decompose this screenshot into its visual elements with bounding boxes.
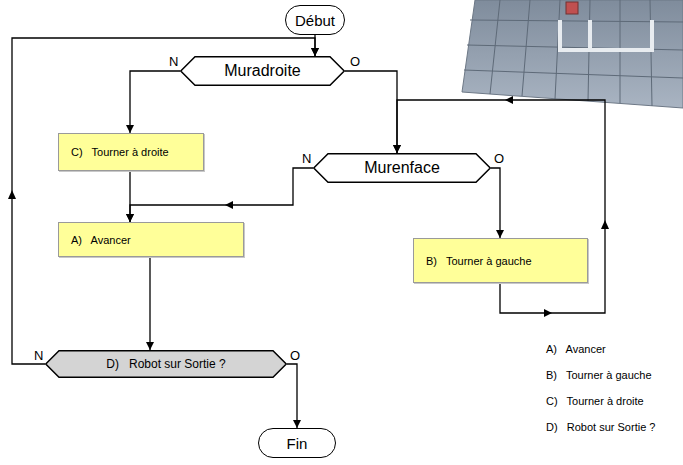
flow-connector [12, 38, 315, 364]
end-terminal: Fin [258, 428, 336, 458]
flow-connector [130, 71, 180, 133]
node-text: Début [295, 12, 335, 29]
node-text: Murenface [364, 159, 440, 177]
flow-connector [130, 168, 313, 222]
branch-label: O [289, 348, 301, 363]
node-text: A) Avancer [71, 234, 131, 246]
flow-connector [345, 71, 397, 153]
decision-hexagon: D) Robot sur Sortie ? [45, 350, 287, 378]
process-box: A) Avancer [58, 222, 244, 257]
hexagon-shape [314, 154, 491, 183]
node-text: B) Tourner à gauche [426, 255, 532, 267]
node-text: Muradroite [224, 62, 300, 80]
key-entry: A) Avancer [545, 343, 607, 355]
flow-connector [149, 257, 150, 350]
mid-arrows [8, 96, 609, 317]
branch-label: O [349, 54, 361, 69]
node-text: D) Robot sur Sortie ? [106, 357, 225, 371]
hexagon-shape [46, 351, 287, 378]
branch-label: N [33, 348, 44, 363]
flow-connector [397, 100, 605, 313]
flow-connector [491, 168, 500, 238]
key-entry: C) Tourner à droite [545, 395, 645, 407]
node-text: C) Tourner à droite [71, 146, 169, 158]
key-entry: B) Tourner à gauche [545, 369, 653, 381]
hexagon-shape [181, 57, 345, 86]
key-entry: D) Robot sur Sortie ? [545, 421, 656, 433]
node-text: Fin [287, 435, 308, 452]
start-terminal: Début [285, 5, 345, 35]
branch-label: N [168, 54, 179, 69]
branch-label: O [493, 151, 505, 166]
flow-connector [287, 364, 297, 428]
process-box: B) Tourner à gauche [413, 238, 588, 283]
maze-board [462, 0, 683, 108]
branch-label: N [301, 151, 312, 166]
process-box: C) Tourner à droite [58, 133, 204, 171]
decision-hexagon: Muradroite [180, 56, 345, 86]
decision-hexagon: Murenface [313, 153, 491, 183]
